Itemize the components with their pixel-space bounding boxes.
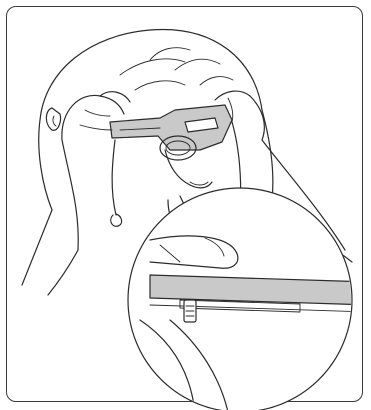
hmd-device	[110, 105, 232, 160]
left-hand	[62, 92, 130, 250]
inset-circle	[128, 188, 370, 410]
